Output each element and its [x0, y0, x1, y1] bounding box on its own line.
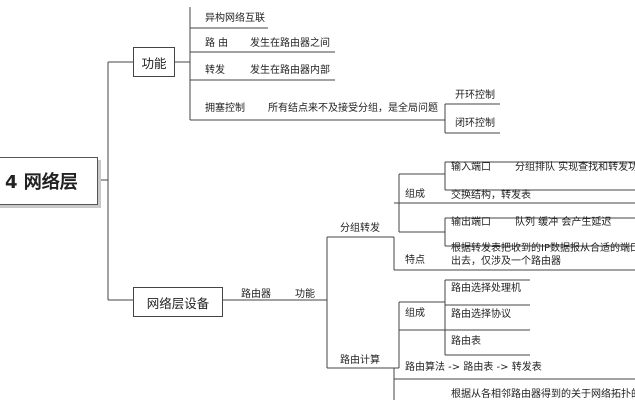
- node-routing-desc: 根据从各相邻路由器得到的关于网络拓扑的变: [451, 389, 635, 400]
- node-feature-line1: 根据转发表把收到的IP数据报从合适的端口转: [451, 243, 635, 254]
- node-congestion-label[interactable]: 拥塞控制: [205, 103, 245, 114]
- root-node[interactable]: 4 网络层: [0, 157, 98, 205]
- node-routing-compose[interactable]: 组成: [405, 308, 425, 319]
- node-routing-protocol[interactable]: 路由选择协议: [451, 309, 511, 320]
- node-switch-fabric[interactable]: 交换结构，转发表: [451, 190, 531, 201]
- node-forwarding-feature[interactable]: 特点: [405, 255, 425, 266]
- node-forward-desc: 发生在路由器内部: [250, 65, 330, 76]
- node-closed-loop[interactable]: 闭环控制: [455, 118, 495, 129]
- node-output-port[interactable]: 输出端口: [451, 217, 491, 228]
- node-routing-label[interactable]: 路 由: [205, 38, 229, 49]
- node-packet-forwarding[interactable]: 分组转发: [340, 223, 380, 234]
- node-routing-processor[interactable]: 路由选择处理机: [451, 283, 521, 294]
- node-routing-table[interactable]: 路由表: [451, 336, 481, 347]
- node-open-loop[interactable]: 开环控制: [455, 90, 495, 101]
- node-route-calc[interactable]: 路由计算: [340, 355, 380, 366]
- node-hetero-interconnect[interactable]: 异构网络互联: [205, 13, 265, 24]
- node-input-port-desc: 分组排队 实现查找和转发功能: [515, 162, 635, 173]
- node-router[interactable]: 路由器: [241, 289, 271, 300]
- node-forward-label[interactable]: 转发: [205, 65, 225, 76]
- node-function[interactable]: 功能: [295, 289, 315, 300]
- node-gongneng[interactable]: 功能: [133, 47, 175, 77]
- node-feature-line2: 出去，仅涉及一个路由器: [451, 256, 561, 267]
- node-network-device[interactable]: 网络层设备: [133, 287, 223, 317]
- node-routing-desc: 发生在路由器之间: [250, 38, 330, 49]
- node-input-port[interactable]: 输入端口: [451, 162, 491, 173]
- node-output-port-desc: 队列 缓冲 会产生延迟: [515, 217, 612, 228]
- node-routing-algo[interactable]: 路由算法 -> 路由表 -> 转发表: [405, 362, 542, 373]
- node-forwarding-compose[interactable]: 组成: [405, 189, 425, 200]
- node-congestion-desc: 所有结点来不及接受分组，是全局问题: [268, 103, 438, 114]
